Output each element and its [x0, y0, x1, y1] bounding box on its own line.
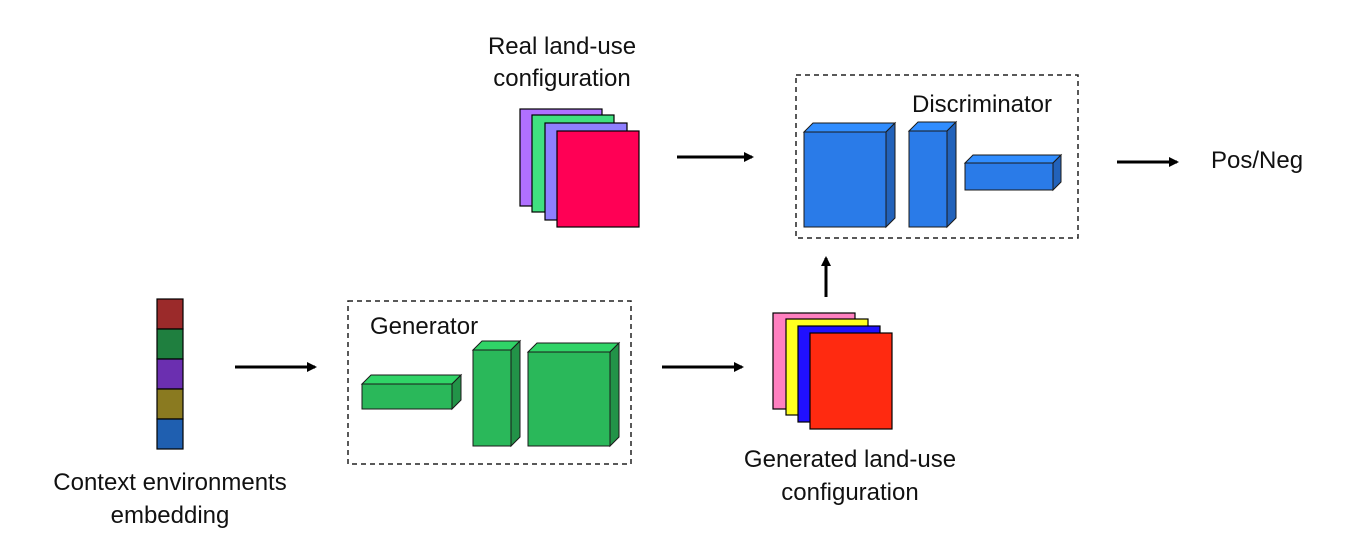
generator-blocks — [360, 339, 621, 448]
embedding-segment — [156, 328, 184, 360]
output-label: Pos/Neg — [1211, 147, 1303, 174]
discriminator-dense-block — [963, 153, 1063, 192]
context-embedding-vector — [156, 298, 184, 450]
real-layer — [556, 130, 640, 228]
generated-layer — [809, 332, 893, 430]
generator-label: Generator — [370, 313, 478, 340]
discriminator-box — [795, 74, 1079, 239]
real-label-line1: Real land-use — [488, 33, 636, 60]
embedding-segment — [156, 358, 184, 390]
generated-land-use-stack — [772, 312, 893, 430]
discriminator-blocks — [802, 120, 1063, 229]
generator-conv-block-1 — [471, 339, 522, 448]
discriminator-label: Discriminator — [912, 91, 1052, 118]
context-embedding-label-line1: Context environments — [53, 469, 286, 496]
generator-conv-block-2 — [526, 341, 621, 448]
embedding-segment — [156, 418, 184, 450]
generated-label-line1: Generated land-use — [744, 446, 956, 473]
generator-box — [347, 300, 632, 465]
embedding-segment — [156, 298, 184, 330]
real-land-use-stack — [519, 108, 640, 228]
context-embedding-label-line2: embedding — [111, 502, 230, 529]
discriminator-conv-block-1 — [802, 121, 897, 229]
discriminator-conv-block-2 — [907, 120, 958, 229]
generated-label-line2: configuration — [781, 479, 918, 506]
generator-dense-block — [360, 373, 463, 411]
real-label-line2: configuration — [493, 65, 630, 92]
embedding-segment — [156, 388, 184, 420]
